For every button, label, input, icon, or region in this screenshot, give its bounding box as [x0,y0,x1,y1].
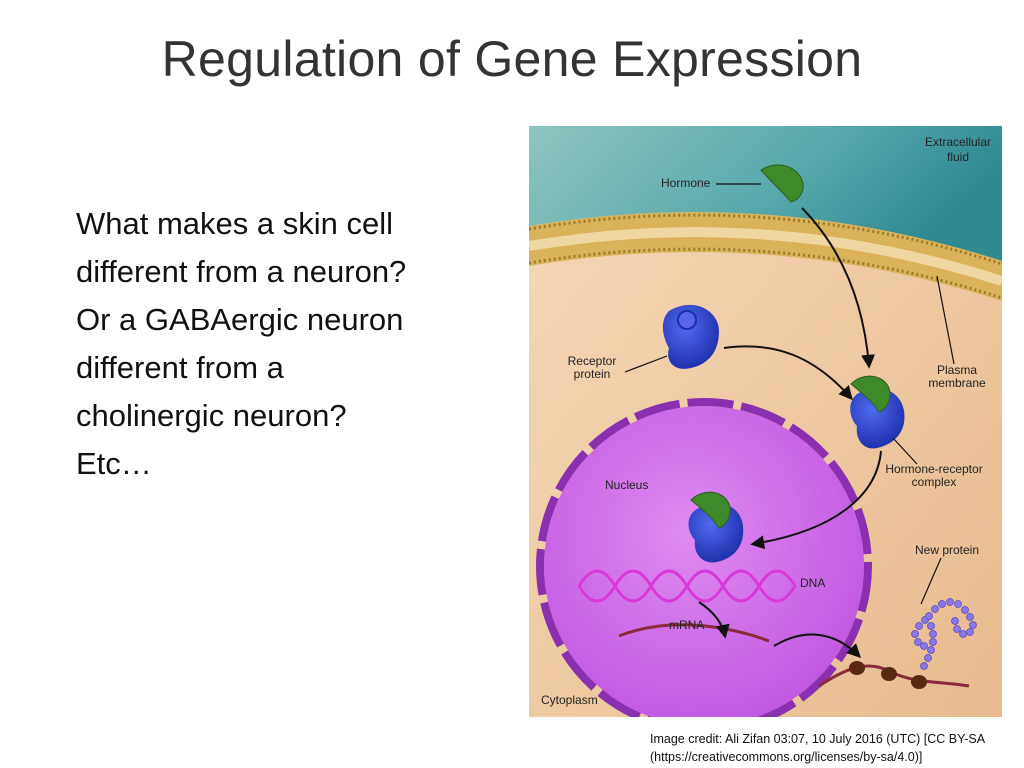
arrow-receptor-to-complex [723,345,853,401]
nuclear-complex [688,491,744,563]
credit-line-1: Image credit: Ali Zifan 03:07, 10 July 2… [650,732,986,746]
label-new-protein: New protein [915,543,979,557]
hormone-molecule [760,164,804,203]
label-complex-1: Hormone-receptor [885,462,982,476]
label-extracellular-1: Extracellular [925,135,991,149]
leader-complex [892,437,918,465]
leader-plasma [936,275,955,365]
body-text: What makes a skin cell different from a … [76,200,506,488]
leader-receptor [624,355,668,373]
body-line: What makes a skin cell [76,206,393,241]
slide-title: Regulation of Gene Expression [161,31,863,87]
credit-line-2: (https://creativecommons.org/licenses/by… [650,750,923,764]
mrna-strand [618,623,770,643]
ribosomes [849,661,927,689]
gene-expression-figure: Extracellular fluid Hormone Receptor pro… [529,126,1002,717]
label-complex-2: complex [912,475,957,489]
label-dna: DNA [800,576,825,590]
label-mrna: mRNA [669,618,704,632]
label-nucleus: Nucleus [605,478,648,492]
body-line: Etc… [76,446,152,481]
label-hormone: Hormone [661,176,711,190]
arrow-dna-to-mrna [698,601,730,639]
new-protein-chain [911,598,977,670]
arrow-mrna-to-cytoplasm [773,633,861,658]
body-line: cholinergic neuron? [76,398,347,433]
hormone-receptor-complex [850,375,905,449]
label-extracellular-2: fluid [947,150,969,164]
label-receptor-1: Receptor [568,354,617,368]
nucleus [536,398,872,717]
label-plasma-1: Plasma [937,363,977,377]
figure-canvas: Extracellular fluid Hormone Receptor pro… [529,126,1002,717]
body-line: different from a [76,350,284,385]
plasma-membrane [529,212,1002,301]
arrow-complex-to-nucleus [750,450,882,550]
label-receptor-2: protein [574,367,611,381]
label-plasma-2: membrane [928,376,986,390]
receptor-protein [662,304,719,369]
body-line: Or a GABAergic neuron [76,302,404,337]
arrow-hormone-to-complex [801,207,876,369]
image-credit: Image credit: Ali Zifan 03:07, 10 July 2… [650,730,1010,766]
body-line: different from a neuron? [76,254,407,289]
extracellular-fluid [529,126,1002,261]
dna-helix [577,569,797,603]
leader-new-protein [920,557,942,605]
label-cytoplasm: Cytoplasm [541,693,598,707]
